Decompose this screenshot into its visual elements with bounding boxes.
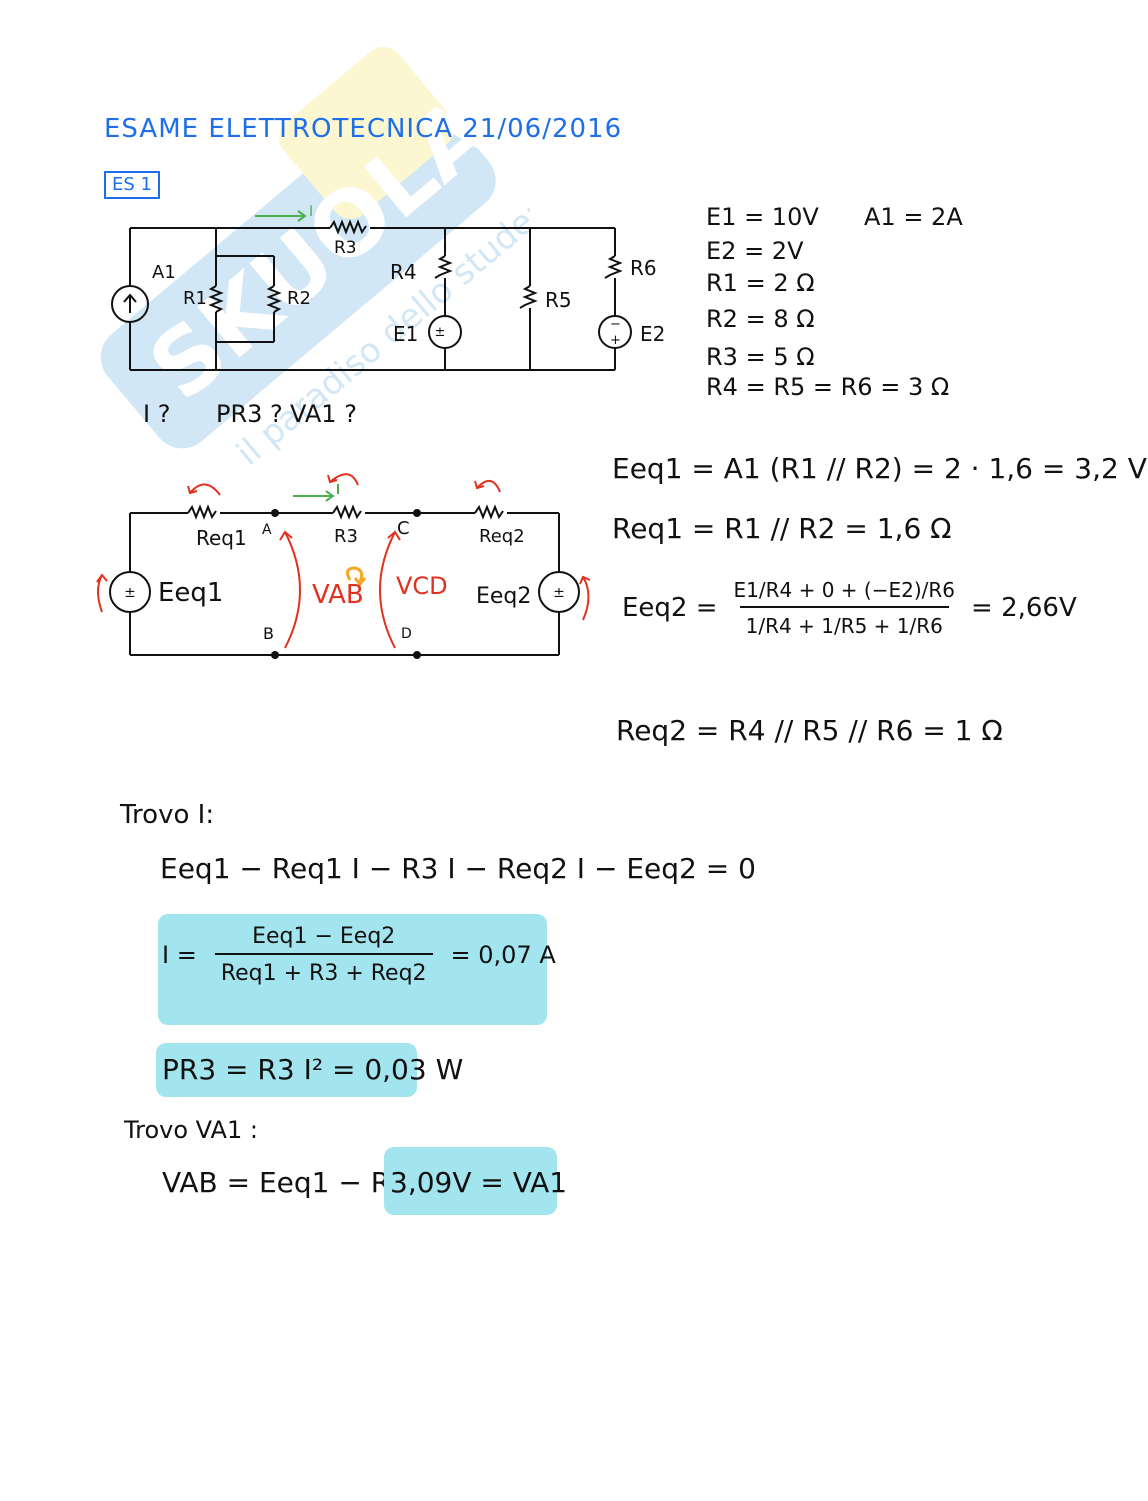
eq-eeq2-lhs: Eeq2 = xyxy=(622,593,718,623)
given-r2: R2 = 8 Ω xyxy=(706,305,815,333)
given-e2: E2 = 2V xyxy=(706,237,804,265)
svg-text:±: ± xyxy=(553,585,565,601)
question-voltage: VA1 ? xyxy=(290,400,357,428)
given-r1: R1 = 2 Ω xyxy=(706,269,815,297)
question-current: I ? xyxy=(143,400,171,428)
label-e2: E2 xyxy=(640,322,666,346)
given-e1: E1 = 10V xyxy=(706,203,819,231)
given-a1: A1 = 2A xyxy=(864,203,963,231)
label-req2: Req2 xyxy=(479,526,525,547)
eq-eeq2-result: = 2,66V xyxy=(971,593,1077,623)
label-eeq2: Eeq2 xyxy=(476,584,532,609)
given-r456: R4 = R5 = R6 = 3 Ω xyxy=(706,373,950,401)
question-power: PR3 ? xyxy=(216,400,283,428)
circuit-diagram-equivalent: ± ± xyxy=(96,473,591,659)
heading-find-voltage: Trovo VA1 : xyxy=(124,1116,258,1144)
given-r3: R3 = 5 Ω xyxy=(706,343,815,371)
eq-current-result: = 0,07 A xyxy=(450,941,556,969)
label-a1: A1 xyxy=(152,262,176,283)
eq-req2: Req2 = R4 // R5 // R6 = 1 Ω xyxy=(616,714,1003,747)
label-r3: R3 xyxy=(334,238,357,258)
node-c: C xyxy=(397,518,410,539)
eq-eeq1: Eeq1 = A1 (R1 // R2) = 2 · 1,6 = 3,2 V xyxy=(612,452,1147,485)
svg-text:±: ± xyxy=(124,585,136,601)
svg-text:−: − xyxy=(610,317,621,332)
eq-current-numerator: Eeq1 − Eeq2 xyxy=(252,924,396,949)
label-r2: R2 xyxy=(287,288,311,309)
label-e1: E1 xyxy=(393,322,419,346)
label-vab: VAB xyxy=(312,580,364,610)
eq-current-denominator: Req1 + R3 + Req2 xyxy=(214,953,433,986)
svg-text:+: + xyxy=(610,333,621,348)
label-req1: Req1 xyxy=(196,526,247,550)
label-eeq1: Eeq1 xyxy=(158,578,224,608)
node-d: D xyxy=(401,626,412,642)
label-r6: R6 xyxy=(630,256,657,280)
label-r1: R1 xyxy=(183,288,207,309)
eq-kvl: Eeq1 − Req1 I − R3 I − Req2 I − Eeq2 = 0 xyxy=(160,852,756,885)
label-vcd: VCD xyxy=(396,572,448,600)
eq-vab-result: 3,09V = VA1 xyxy=(390,1166,568,1199)
eq-eeq2-denominator: 1/R4 + 1/R5 + 1/R6 xyxy=(739,606,949,638)
label-r3-eq: R3 xyxy=(334,526,358,547)
circuit-diagram-original: I ± − + xyxy=(111,204,632,371)
svg-text:I: I xyxy=(309,204,313,220)
highlight-current-result xyxy=(158,914,547,1025)
label-r5: R5 xyxy=(545,288,572,312)
eq-eeq2-numerator: E1/R4 + 0 + (−E2)/R6 xyxy=(733,578,956,602)
page-title: ESAME ELETTROTECNICA 21/06/2016 xyxy=(104,114,623,144)
node-a: A xyxy=(262,522,272,538)
eq-eeq2: Eeq2 = E1/R4 + 0 + (−E2)/R6 1/R4 + 1/R5 … xyxy=(622,578,1077,638)
eq-current-fraction: Eeq1 − Eeq2 Req1 + R3 + Req2 xyxy=(214,924,433,986)
eq-eeq2-fraction: E1/R4 + 0 + (−E2)/R6 1/R4 + 1/R5 + 1/R6 xyxy=(728,578,961,638)
eq-req1: Req1 = R1 // R2 = 1,6 Ω xyxy=(612,512,952,545)
eq-current: I = Eeq1 − Eeq2 Req1 + R3 + Req2 = 0,07 … xyxy=(162,924,556,986)
eq-power: PR3 = R3 I² = 0,03 W xyxy=(162,1053,464,1086)
node-b: B xyxy=(263,624,274,643)
highlight-power-result xyxy=(156,1043,417,1097)
highlight-voltage-result xyxy=(384,1147,557,1215)
heading-find-current: Trovo I: xyxy=(120,800,215,830)
eq-current-lhs: I = xyxy=(162,941,197,969)
exercise-label: ES 1 xyxy=(104,171,160,199)
svg-text:±: ± xyxy=(435,325,446,340)
label-r4: R4 xyxy=(390,260,417,284)
